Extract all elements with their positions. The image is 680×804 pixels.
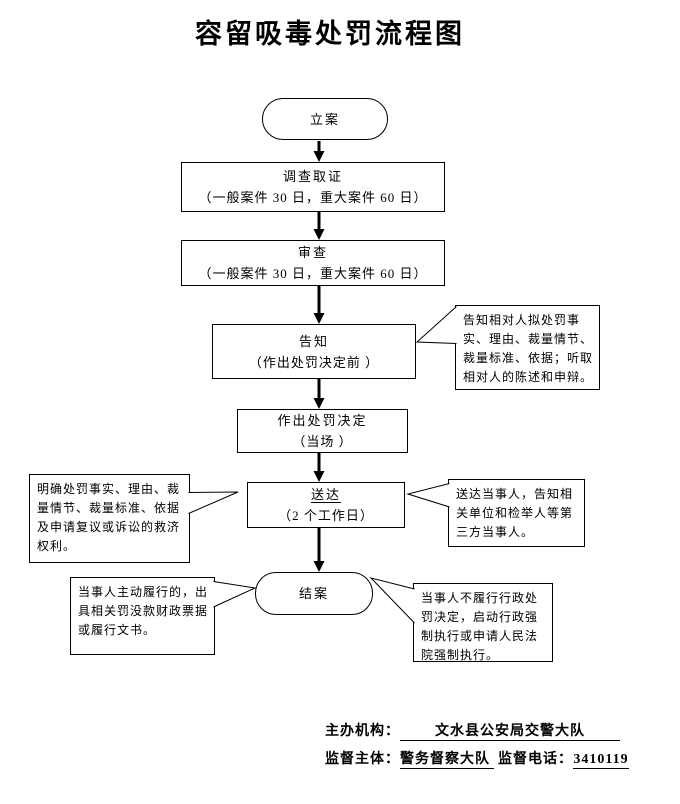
flow-node-notify-sublabel: （作出处罚决定前 ）: [248, 354, 380, 370]
flow-arrow-review-notify: [313, 286, 325, 324]
callout-tail-deliver-left: [188, 491, 239, 514]
footer-supervisor-line: 监督主体： 警务督察大队 监督电话： 3410119: [325, 748, 629, 769]
flow-node-review: 审查 （一般案件 30 日，重大案件 60 日）: [181, 240, 445, 286]
callout-deliver-right-text: 送达当事人，告知相关单位和检举人等第三方当事人。: [456, 487, 574, 539]
callout-notify-right: 告知相对人拟处罚事实、理由、裁量情节、裁量标准、依据；听取相对人的陈述和申辩。: [455, 305, 600, 390]
flow-node-review-label: 审查: [297, 245, 328, 260]
flow-node-review-sublabel: （一般案件 30 日，重大案件 60 日）: [198, 266, 428, 281]
callout-deliver-left-text: 明确处罚事实、理由、裁量情节、裁量标准、依据及申请复议或诉讼的救济权利。: [37, 482, 181, 553]
flow-node-close: 结案: [255, 572, 373, 615]
callout-close-right: 当事人不履行行政处罚决定，启动行政强制执行或申请人民法院强制执行。: [413, 583, 553, 662]
footer-supervisor-value: 警务督察大队: [400, 752, 490, 767]
footer-phone-label: 监督电话：: [498, 752, 573, 767]
footer-supervisor-underline: 警务督察大队: [400, 748, 494, 769]
footer-host-underline: 文水县公安局交警大队: [400, 720, 620, 741]
callout-deliver-right: 送达当事人，告知相关单位和检举人等第三方当事人。: [448, 479, 585, 547]
flow-arrow-deliver-close: [313, 528, 325, 572]
footer-host-value: 文水县公安局交警大队: [435, 724, 585, 739]
callout-tail-deliver-right: [406, 483, 450, 508]
flow-node-decision-label: 作出处罚决定: [277, 413, 368, 428]
flow-node-notify: 告知 （作出处罚决定前 ）: [212, 324, 416, 379]
flow-node-start-label: 立案: [309, 111, 340, 127]
footer-host-line: 主办机构： 文水县公安局交警大队: [325, 720, 620, 741]
page-title: 容留吸毒处罚流程图: [195, 19, 465, 49]
callout-close-left-text: 当事人主动履行的，出具相关罚没款财政票据或履行文书。: [78, 585, 209, 637]
footer-phone-value: 3410119: [573, 752, 629, 767]
flow-node-decision: 作出处罚决定 （当场 ）: [237, 409, 408, 453]
callout-deliver-left: 明确处罚事实、理由、裁量情节、裁量标准、依据及申请复议或诉讼的救济权利。: [29, 474, 190, 563]
flow-node-deliver-sublabel: （2 个工作日）: [278, 508, 374, 523]
callout-notify-right-text: 告知相对人拟处罚事实、理由、裁量情节、裁量标准、依据；听取相对人的陈述和申辩。: [463, 313, 594, 384]
footer-supervisor-label: 监督主体：: [325, 752, 400, 767]
callout-close-right-text: 当事人不履行行政处罚决定，启动行政强制执行或申请人民法院强制执行。: [421, 591, 539, 662]
callout-tail-close-right: [369, 577, 415, 624]
flow-node-investigate: 调查取证 （一般案件 30 日，重大案件 60 日）: [181, 162, 445, 212]
flow-node-deliver-label: 送达: [310, 487, 341, 502]
flow-arrow-notify-decision: [313, 379, 325, 409]
flow-node-decision-sublabel: （当场 ）: [292, 434, 353, 449]
flow-arrow-investigate-review: [313, 212, 325, 240]
flow-node-start: 立案: [262, 98, 388, 140]
flow-node-investigate-label: 调查取证: [282, 169, 343, 184]
flow-node-investigate-sublabel: （一般案件 30 日，重大案件 60 日）: [198, 190, 428, 205]
flow-node-notify-label: 告知: [298, 333, 329, 349]
footer-phone-underline: 3410119: [573, 752, 629, 769]
flow-arrow-decision-deliver: [313, 453, 325, 482]
callout-close-left: 当事人主动履行的，出具相关罚没款财政票据或履行文书。: [70, 577, 215, 655]
footer-host-label: 主办机构：: [325, 724, 400, 739]
callout-tail-close-left: [213, 581, 257, 608]
flow-node-deliver: 送达 （2 个工作日）: [247, 482, 405, 528]
flow-arrow-start-investigate: [313, 141, 325, 162]
flow-node-close-label: 结案: [298, 586, 329, 601]
callout-tail-notify-right: [415, 306, 457, 344]
